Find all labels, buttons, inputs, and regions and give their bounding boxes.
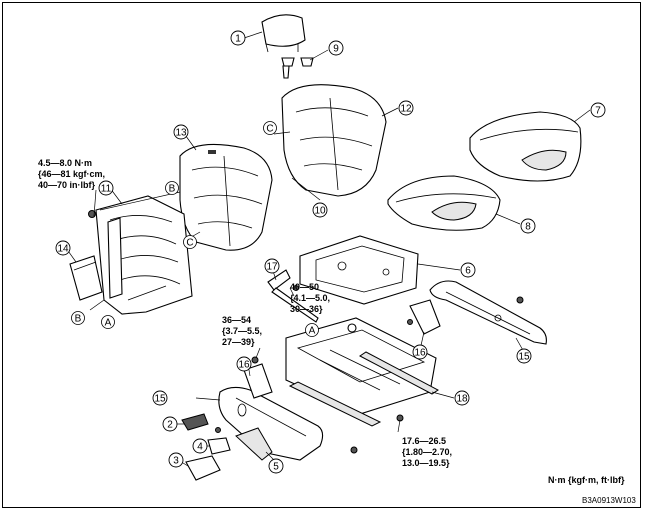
callout-9: 9 (328, 40, 344, 56)
recliner-lever (267, 269, 319, 323)
callout-label: 8 (525, 222, 531, 233)
knob-3 (185, 455, 221, 481)
cushion-frame (299, 235, 419, 305)
callout-label: 10 (314, 206, 326, 217)
ref-letter-A: A (101, 315, 115, 329)
callout-label: 1 (235, 34, 241, 45)
callout-18: 18 (454, 390, 470, 406)
headrest-guides (281, 57, 314, 79)
seatback-pad (179, 143, 273, 251)
side-bracket-right (409, 299, 441, 335)
torque-spec-line: {1.80—2.70, (402, 447, 452, 457)
callout-label: 2 (167, 420, 173, 431)
callout-16: 16 (236, 356, 252, 372)
units-note: N·m {kgf·m, ft·lbf} (548, 475, 625, 485)
torque-spec-line: 40—50 (290, 282, 319, 292)
callout-13: 13 (173, 124, 189, 140)
callout-label: 14 (57, 244, 69, 255)
torque-specs: 4.5—8.0 N·m{46—81 kgf·cm,40—70 in·lbf} 40… (38, 158, 452, 468)
torque-spec-line: 36—54 (222, 315, 251, 325)
callout-3: 3 (168, 452, 184, 468)
callout-label: 11 (101, 184, 112, 195)
torque-spec-line: {4.1—5.0, (290, 293, 330, 303)
lumbar-knob (69, 255, 103, 301)
ref-letter-B: B (71, 311, 85, 325)
callout-label: 7 (595, 106, 601, 117)
callout-label: 13 (175, 128, 187, 139)
ref-letter-label: C (266, 124, 273, 135)
knob-2 (181, 413, 209, 431)
cushion-trim (469, 111, 582, 182)
callout-10: 10 (312, 202, 328, 218)
callout-7: 7 (590, 102, 606, 118)
callout-label: 15 (154, 394, 166, 405)
cushion-pad (387, 175, 501, 231)
callout-6: 6 (460, 262, 476, 278)
knob-4 (207, 437, 231, 455)
torque-spec-line: {3.7—5.5, (222, 326, 262, 336)
callout-label: 5 (273, 462, 279, 473)
reference-letters: A A B B C C (71, 121, 319, 337)
figure-code: B3A0913W103 (582, 496, 636, 505)
callout-14: 14 (55, 240, 71, 256)
callout-label: 9 (333, 44, 339, 55)
side-shield-left (218, 386, 324, 461)
callout-15: 15 (516, 348, 532, 364)
callout-5: 5 (268, 458, 284, 474)
side-shield-right (429, 280, 547, 345)
bolts (215, 296, 524, 454)
seat-adjuster (285, 317, 439, 427)
headrest (261, 14, 306, 53)
ref-letter-label: A (105, 318, 112, 329)
torque-spec-line: 40—70 in·lbf} (38, 180, 96, 190)
callout-1: 1 (230, 30, 246, 46)
callout-label: 16 (414, 348, 426, 359)
diagram-frame (2, 2, 641, 508)
callout-2: 2 (162, 416, 178, 432)
seatback-frame (88, 195, 193, 315)
callout-8: 8 (520, 218, 536, 234)
torque-spec-line: 4.5—8.0 N·m (38, 158, 92, 168)
callout-label: 16 (238, 360, 250, 371)
callout-label: 17 (266, 262, 278, 273)
ref-letter-B: B (165, 181, 179, 195)
callout-label: 15 (518, 352, 530, 363)
callout-label: 3 (173, 456, 179, 467)
torque-spec-line: 17.6—26.5 (402, 436, 446, 446)
callout-label: 18 (456, 394, 468, 405)
ref-letter-C: C (183, 235, 197, 249)
ref-letter-A: A (305, 323, 319, 337)
seatback-trim (281, 84, 387, 197)
callout-4: 4 (192, 438, 208, 454)
ref-letter-C: C (263, 121, 277, 135)
cover-5 (235, 427, 273, 461)
ref-letter-label: B (75, 314, 82, 325)
callout-12: 12 (398, 100, 414, 116)
torque-spec-line: 13.0—19.5} (402, 458, 450, 468)
ref-letter-label: C (186, 238, 193, 249)
ref-letter-label: B (169, 184, 176, 195)
callout-15: 15 (152, 390, 168, 406)
callout-label: 12 (400, 104, 412, 115)
callout-17: 17 (264, 258, 280, 274)
torque-spec-line: {46—81 kgf·cm, (38, 169, 105, 179)
torque-spec-line: 27—39} (222, 337, 255, 347)
ref-letter-label: A (309, 326, 316, 337)
callout-16: 16 (412, 344, 428, 360)
callout-11: 11 (98, 180, 114, 196)
torque-spec-line: 30—36} (290, 304, 323, 314)
side-bracket-left (243, 363, 273, 399)
callout-label: 6 (465, 266, 471, 277)
callout-label: 4 (197, 442, 203, 453)
